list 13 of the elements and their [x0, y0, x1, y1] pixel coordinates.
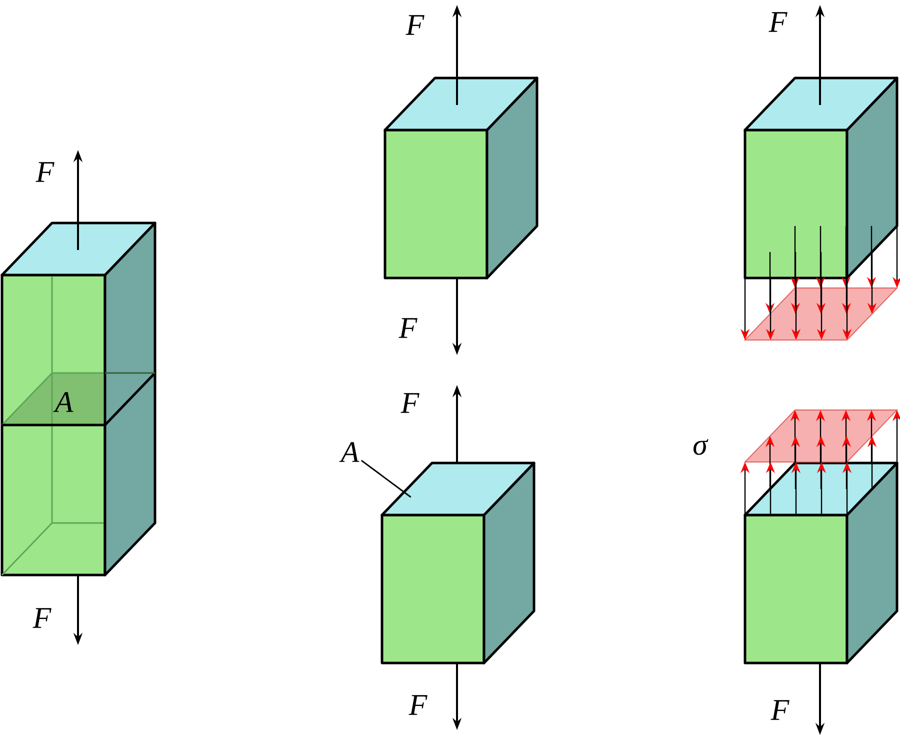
- force-label: F: [770, 700, 790, 720]
- leader-line: [360, 460, 412, 498]
- area-label: A: [339, 442, 360, 462]
- stress-label: σ: [694, 439, 708, 455]
- force-label: F: [398, 318, 418, 338]
- force-label: F: [408, 695, 428, 715]
- force-label: F: [768, 12, 788, 32]
- area-label: A: [53, 392, 74, 412]
- force-label: F: [32, 608, 52, 628]
- force-label: F: [400, 393, 420, 413]
- top-face: [380, 462, 536, 516]
- force-label: F: [406, 15, 424, 35]
- force-label: F: [36, 162, 54, 182]
